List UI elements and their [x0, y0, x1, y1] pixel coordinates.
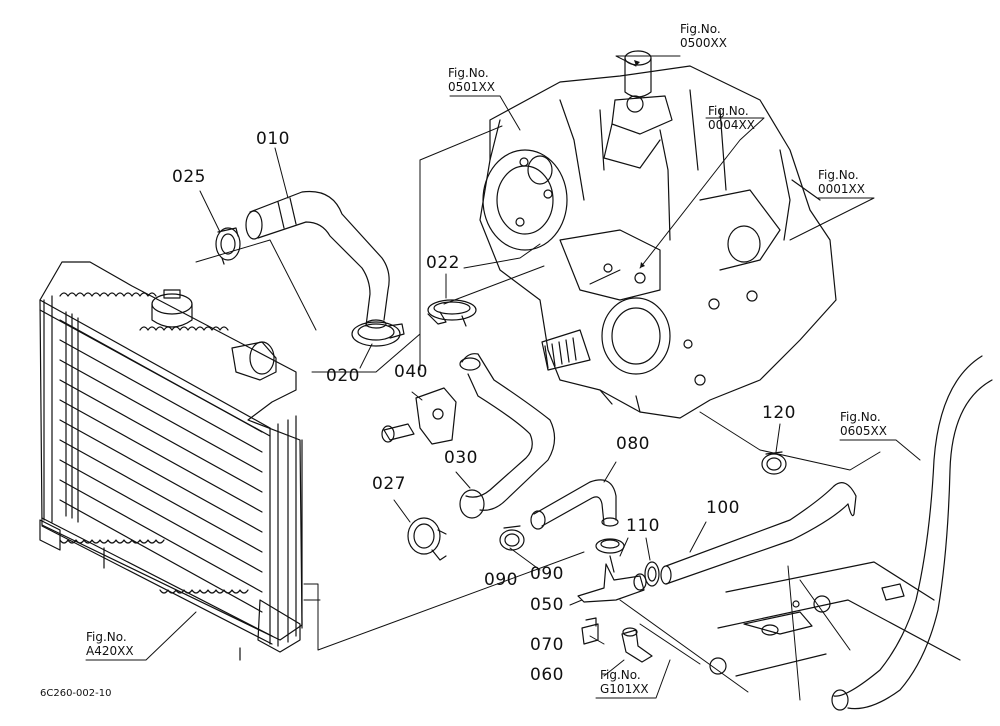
- part-label-020: 020: [326, 366, 360, 386]
- reserve-tank-hose: [831, 355, 993, 711]
- clamp-110: [644, 561, 660, 587]
- part-label-060: 060: [530, 665, 564, 685]
- fitting-060: [621, 627, 653, 663]
- fig-ref-0001-prefix: Fig.No.: [818, 168, 859, 182]
- part-label-025: 025: [172, 167, 206, 187]
- clamp-027: [407, 517, 447, 561]
- fig-ref-0501-number: 0501XX: [448, 80, 495, 94]
- part-label-027: 027: [372, 474, 406, 494]
- fig-ref-G101: Fig.No. G101XX: [600, 668, 649, 696]
- pipe-100: [660, 482, 857, 585]
- part-label-030: 030: [444, 448, 478, 468]
- part-label-100: 100: [706, 498, 740, 518]
- frame-rail: [709, 561, 961, 677]
- radiator-drawing: [39, 261, 303, 661]
- fig-ref-A420-number: A420XX: [86, 644, 134, 658]
- fig-ref-G101-prefix: Fig.No.: [600, 668, 641, 682]
- part-label-022: 022: [426, 253, 460, 273]
- bolt-070: [581, 617, 599, 645]
- part-label-080: 080: [616, 434, 650, 454]
- part-label-010: 010: [256, 129, 290, 149]
- fig-ref-0001: Fig.No. 0001XX: [818, 168, 865, 196]
- lower-hose-030: [459, 353, 556, 519]
- fig-ref-0605-number: 0605XX: [840, 424, 887, 438]
- fig-ref-0500-prefix: Fig.No.: [680, 22, 721, 36]
- clamp-025: [215, 227, 241, 265]
- engine-drawing: [479, 50, 837, 419]
- fig-ref-0001-number: 0001XX: [818, 182, 865, 196]
- fig-ref-G101-number: G101XX: [600, 682, 649, 696]
- clamp-022: [427, 299, 477, 327]
- part-label-120: 120: [762, 403, 796, 423]
- fig-ref-0500: Fig.No. 0500XX: [680, 22, 727, 50]
- part-label-050: 050: [530, 595, 564, 615]
- leader-lines: [85, 55, 921, 701]
- fig-ref-A420-prefix: Fig.No.: [86, 630, 127, 644]
- part-label-070: 070: [530, 635, 564, 655]
- fig-ref-0501-prefix: Fig.No.: [448, 66, 489, 80]
- part-label-040: 040: [394, 362, 428, 382]
- clamp-020: [351, 321, 405, 347]
- part-label-090-left: 090: [484, 570, 518, 590]
- clamp-090a: [499, 525, 525, 551]
- clamp-090b: [595, 538, 625, 554]
- fig-ref-0004-number: 0004XX: [708, 118, 755, 132]
- bracket-040: [381, 387, 457, 445]
- fig-ref-0501: Fig.No. 0501XX: [448, 66, 495, 94]
- bypass-hose-080: [530, 479, 619, 530]
- fig-ref-0605: Fig.No. 0605XX: [840, 410, 887, 438]
- fig-ref-0004: Fig.No. 0004XX: [708, 104, 755, 132]
- fig-ref-0500-number: 0500XX: [680, 36, 727, 50]
- upper-hose-010: [245, 190, 390, 329]
- part-label-110: 110: [626, 516, 660, 536]
- joint-050: [577, 555, 647, 603]
- diagram-code: 6C260-002-10: [40, 688, 112, 699]
- fig-ref-0004-prefix: Fig.No.: [708, 104, 749, 118]
- fig-ref-0605-prefix: Fig.No.: [840, 410, 881, 424]
- part-label-090-right: 090: [530, 564, 564, 584]
- fig-ref-A420: Fig.No. A420XX: [86, 630, 134, 658]
